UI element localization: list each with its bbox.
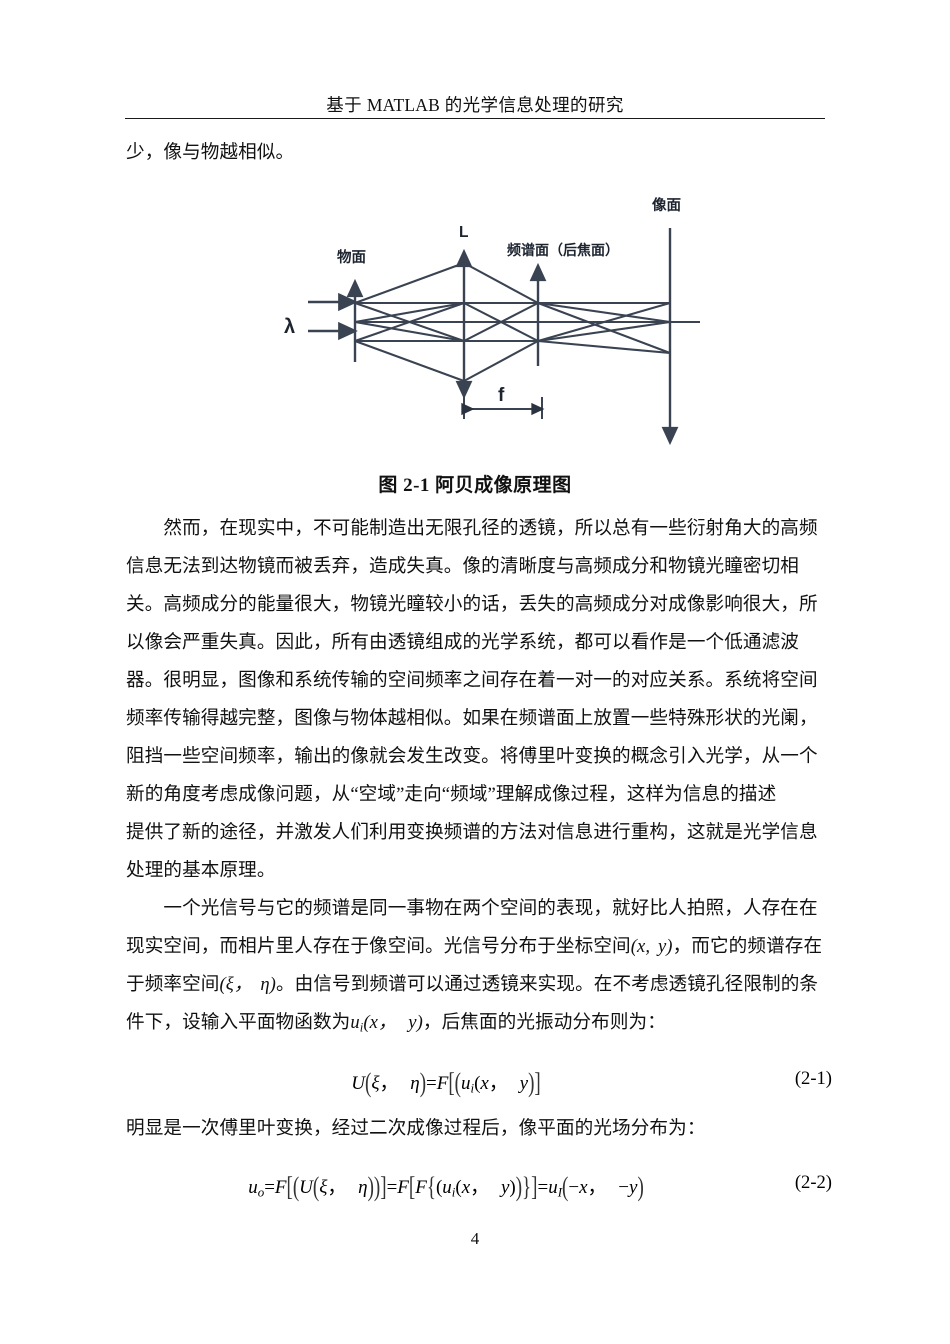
paragraph2-line-4: 件下，设输入平面物函数为ui(x，y)，后焦面的光振动分布则为： [126,1012,832,1039]
header-title-cn-2: 的光学信息处理的研究 [439,95,624,115]
figure-caption: 图 2-1 阿贝成像原理图 [125,470,825,497]
paragraph1-line-9: 提供了新的途径，并激发人们利用变换频谱的方法对信息进行重构，这就是光学信息 [126,822,818,843]
paragraph1-line-1: 然而，在现实中，不可能制造出无限孔径的透镜，所以总有一些衍射角大的高频 [126,518,818,539]
paragraph2-line-4-text-b: ，后焦面的光振动分布则为： [422,1012,666,1033]
paragraph2-line-2-text-b: ，而它的频谱存在 [672,936,823,957]
equation-2-2-row: uo=F[(U(ξ，η))]=F[F{(ui(x，y))}]=uI(−x，−y)… [126,1172,832,1206]
inline-math-xi-eta: (ξ，η) [219,974,276,995]
figure-caption-number: 图 2-1 [378,475,436,496]
paragraph1-line-4: 以像会严重失真。因此，所有由透镜组成的光学系统，都可以看作是一个低通滤波 [126,632,799,653]
figure-label-lens: L [459,224,468,241]
body-line-top: 少，像与物越相似。 [126,142,295,163]
paragraph1-line-8: 新的角度考虑成像问题，从“空域”走向“频域”理解成像过程，这样为信息的描述 [126,784,777,805]
figure-label-image-plane: 像面 [652,196,681,214]
paragraph1-line-10: 处理的基本原理。 [126,860,276,881]
equation-2-1-number: (2-1) [794,1068,832,1089]
paragraph1-line-3: 关。高频成分的能量很大，物镜光瞳较小的话，丢失的高频成分对成像影响很大，所 [126,594,818,615]
equation-2-2-body: uo=F[(U(ξ，η))]=F[F{(ui(x，y))}]=uI(−x，−y) [248,1172,644,1203]
equation-2-1-body: U(ξ，η)=F[(ui(x，y)] [351,1068,541,1099]
paragraph1-line-7: 阻挡一些空间频率，输出的像就会发生改变。将傅里叶变换的概念引入光学，从一个 [126,746,818,767]
figure-caption-title: 阿贝成像原理图 [435,475,572,496]
line-after-equation-1: 明显是一次傅里叶变换，经过二次成像过程后，像平面的光场分布为： [126,1118,706,1139]
header-divider [125,118,825,119]
paragraph1-line-6: 频率传输得越完整，图像与物体越相似。如果在频谱面上放置一些特殊形状的光阑， [126,708,818,729]
equation-2-2-number: (2-2) [794,1172,832,1193]
inline-math-ui-xy: ui(x，y) [350,1012,423,1035]
equation-2-1-row: U(ξ，η)=F[(ui(x，y)] (2-1) [126,1068,832,1102]
paragraph1-line-5: 器。很明显，图像和系统传输的空间频率之间存在着一对一的对应关系。系统将空间 [126,670,818,691]
figure-label-object-plane: 物面 [337,248,366,266]
inline-math-xy: (x,y) [630,936,673,957]
figure-label-spectrum-plane: 频谱面（后焦面） [507,242,619,258]
page-header: 基于 MATLAB 的光学信息处理的研究 [125,92,825,117]
figure-label-wavelength: λ [284,316,295,338]
paragraph2-line-1: 一个光信号与它的频谱是同一事物在两个空间的表现，就好比人拍照，人存在在 [126,898,818,919]
paragraph2-line-3-text-a: 于频率空间 [126,974,220,995]
header-title-latin: MATLAB [366,95,440,115]
header-title-cn-1: 基于 [326,95,367,115]
paragraph2-line-3-text-b: 。由信号到频谱可以通过透镜来实现。在不考虑透镜孔径限制的条 [275,974,819,995]
paragraph2-line-2-text-a: 现实空间，而相片里人存在于像空间。光信号分布于坐标空间 [126,936,631,957]
paragraph2-line-4-text-a: 件下，设输入平面物函数为 [126,1012,351,1033]
figure-label-focal-length: f [498,385,505,406]
paragraph1-line-2: 信息无法到达物镜而被丢弃，造成失真。像的清晰度与高频成分和物镜光瞳密切相 [126,556,799,577]
paragraph2-line-3: 于频率空间(ξ，η)。由信号到频谱可以通过透镜来实现。在不考虑透镜孔径限制的条 [126,974,832,996]
paragraph2-line-2: 现实空间，而相片里人存在于像空间。光信号分布于坐标空间(x,y)，而它的频谱存在 [126,936,832,958]
page-number: 4 [470,1229,480,1248]
